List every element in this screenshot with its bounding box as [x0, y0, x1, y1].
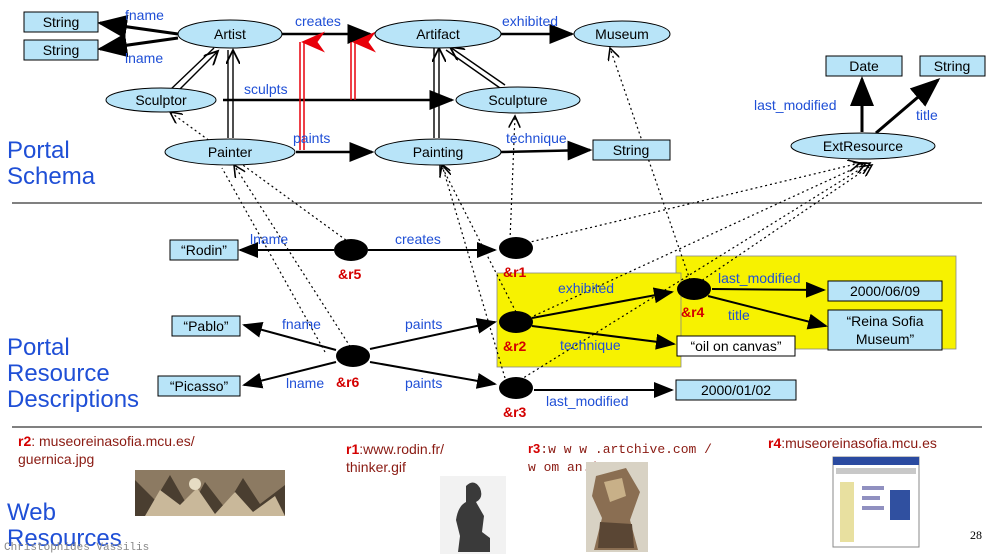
label-r6: &r6: [336, 374, 360, 390]
label-r6-fname: fname: [282, 316, 321, 332]
subclass-edges: [169, 47, 506, 138]
svg-text:Artist: Artist: [214, 26, 246, 42]
label-title: title: [916, 107, 938, 123]
label-lname: lname: [125, 50, 163, 66]
string-literal-technique: String: [592, 139, 671, 161]
label-r3: &r3: [503, 404, 527, 420]
label-r2-technique: technique: [560, 337, 621, 353]
guernica-thumbnail: [135, 470, 285, 516]
edge-r2-exhibited: [531, 287, 674, 319]
resource-nodes: [334, 237, 711, 399]
literal-pablo: “Pablo”: [171, 315, 241, 337]
class-painting: Painting: [374, 138, 502, 166]
web-resource-r4: r4:museoreinasofia.mcu.es: [768, 435, 937, 451]
subproperty-edges: [299, 31, 376, 150]
svg-text:String: String: [613, 142, 650, 158]
edge-r6-lname: [242, 361, 337, 389]
label-r2: &r2: [503, 338, 527, 354]
label-r2-exhibited: exhibited: [558, 280, 614, 296]
literal-rodin: “Rodin”: [169, 239, 239, 261]
literal-date-2000-01-02: 2000/01/02: [675, 379, 797, 401]
edge-r2-technique: [531, 325, 676, 350]
string-literal-fname: String: [23, 11, 99, 33]
label-sculpts: sculpts: [244, 81, 288, 97]
web-resource-r2: r2: museoreinasofia.mcu.es/ guernica.jpg: [18, 433, 195, 467]
class-sculptor: Sculptor: [105, 87, 217, 113]
svg-text:Date: Date: [849, 58, 879, 74]
svg-text:“Picasso”: “Picasso”: [170, 378, 229, 394]
class-painter: Painter: [164, 138, 296, 166]
svg-text:2000/06/09: 2000/06/09: [850, 283, 920, 299]
label-exhibited: exhibited: [502, 13, 558, 29]
web-resource-r1: r1:www.rodin.fr/ thinker.gif: [346, 441, 445, 475]
thinker-thumbnail: [440, 476, 506, 554]
class-museum: Museum: [573, 20, 671, 48]
edge-r6-fname: [242, 322, 337, 351]
svg-text:ExtResource: ExtResource: [823, 138, 903, 154]
label-r3-last-modified: last_modified: [546, 393, 629, 409]
edge-r4-last-modified: [711, 281, 826, 298]
svg-text:Artifact: Artifact: [416, 26, 460, 42]
class-artifact: Artifact: [374, 19, 502, 49]
label-r5-lname: lname: [250, 231, 288, 247]
edge-r6-paints-r2: [369, 317, 497, 350]
svg-text:String: String: [43, 42, 80, 58]
label-creates: creates: [295, 13, 341, 29]
literal-oil-on-canvas: “oil on canvas”: [676, 335, 796, 357]
label-r4-last-modified: last_modified: [718, 270, 801, 286]
svg-text:2000/01/02: 2000/01/02: [701, 382, 771, 398]
svg-text:Painter: Painter: [208, 144, 253, 160]
label-r1: &r1: [503, 264, 527, 280]
svg-text:“Reina Sofia: “Reina Sofia: [846, 313, 923, 329]
string-literal-lname: String: [23, 39, 99, 61]
svg-text:Museum”: Museum”: [856, 331, 915, 347]
instance-of-edges: [170, 48, 872, 381]
label-last-modified: last_modified: [754, 97, 837, 113]
edge-technique: [500, 140, 593, 161]
label-r4-title: title: [728, 307, 750, 323]
label-paints: paints: [293, 130, 330, 146]
edge-fname: [97, 14, 179, 39]
svg-text:Painting: Painting: [413, 144, 464, 160]
woman-thumbnail: [586, 462, 648, 552]
edge-lname: [97, 33, 179, 58]
label-r5: &r5: [338, 266, 362, 282]
edge-title: [875, 78, 941, 135]
author-credit: Christophides Vassilis: [4, 542, 150, 554]
svg-text:Sculpture: Sculpture: [488, 92, 547, 108]
date-literal: Date: [825, 55, 903, 77]
string-literal-title: String: [919, 55, 986, 77]
edge-r6-paints-r3: [369, 361, 497, 389]
class-extresource: ExtResource: [790, 132, 936, 160]
literal-picasso: “Picasso”: [157, 375, 241, 397]
page-number: 28: [970, 528, 982, 542]
edge-r4-title: [707, 295, 828, 330]
label-r5-creates: creates: [395, 231, 441, 247]
label-r6-paints-r2: paints: [405, 316, 442, 332]
museum-site-thumbnail: [832, 456, 920, 548]
class-artist: Artist: [177, 19, 283, 49]
svg-text:“Pablo”: “Pablo”: [183, 318, 228, 334]
label-r6-paints-r3: paints: [405, 375, 442, 391]
label-r6-lname: lname: [286, 375, 324, 391]
label-technique: technique: [506, 130, 567, 146]
svg-text:“oil on canvas”: “oil on canvas”: [690, 338, 781, 354]
svg-text:Museum: Museum: [595, 26, 649, 42]
svg-text:Sculptor: Sculptor: [135, 92, 187, 108]
svg-text:String: String: [934, 58, 971, 74]
svg-text:String: String: [43, 14, 80, 30]
literal-date-2000-06-09: 2000/06/09: [827, 280, 943, 302]
svg-text:“Rodin”: “Rodin”: [181, 242, 227, 258]
label-fname: fname: [125, 7, 164, 23]
class-sculpture: Sculpture: [455, 86, 581, 114]
label-r4: &r4: [681, 304, 705, 320]
